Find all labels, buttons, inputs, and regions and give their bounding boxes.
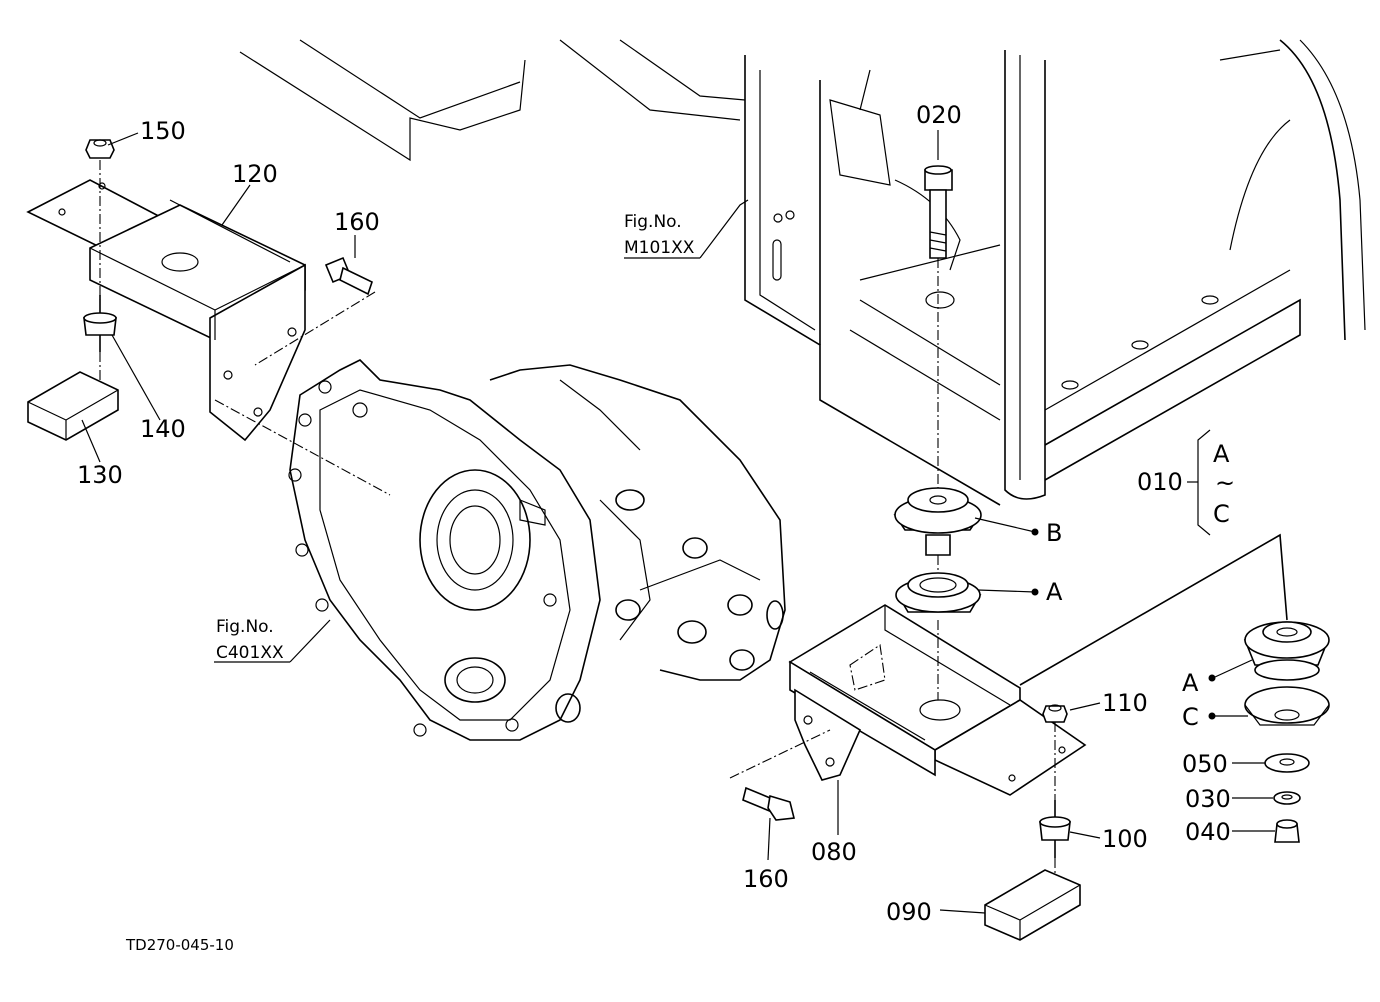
- right-bracket-080: [788, 604, 1087, 796]
- figref-m101-code: M101XX: [624, 238, 695, 258]
- label-110: 110: [1102, 689, 1148, 717]
- figref-c401-code: C401XX: [216, 643, 284, 663]
- label-090: 090: [886, 898, 932, 926]
- label-150: 150: [140, 117, 186, 145]
- label-a-mid: A: [1046, 578, 1063, 606]
- marker-a3: [1208, 674, 1216, 682]
- nut-150: [85, 139, 115, 159]
- label-020: 020: [916, 101, 962, 129]
- drawing-code: TD270-045-10: [125, 936, 234, 954]
- label-160-top: 160: [334, 208, 380, 236]
- label-050: 050: [1182, 750, 1228, 778]
- label-b: B: [1046, 519, 1062, 547]
- mount-b: [893, 487, 982, 556]
- label-160-bottom: 160: [743, 865, 789, 893]
- label-030: 030: [1185, 785, 1231, 813]
- transmission-housing: [288, 359, 786, 741]
- label-range-tilde: ~: [1215, 469, 1235, 497]
- label-100: 100: [1102, 825, 1148, 853]
- label-080: 080: [811, 838, 857, 866]
- label-a-kit: A: [1182, 669, 1199, 697]
- mount-100: [1039, 800, 1071, 858]
- marker-a2: [1031, 588, 1039, 596]
- mount-140: [83, 295, 117, 352]
- block-090: [984, 869, 1081, 941]
- label-010: 010: [1137, 468, 1183, 496]
- label-range-a: A: [1213, 440, 1230, 468]
- marker-b: [1031, 528, 1039, 536]
- mount-a: [895, 572, 982, 613]
- nut-110: [1042, 704, 1068, 723]
- label-120: 120: [232, 160, 278, 188]
- label-range-c: C: [1213, 500, 1230, 528]
- bolt-020: [924, 165, 953, 259]
- leader-lines: [81, 130, 1288, 914]
- kit-parts: [1243, 621, 1330, 843]
- left-bracket-120: [26, 179, 306, 442]
- bolt-160b: [742, 786, 795, 821]
- label-130: 130: [77, 461, 123, 489]
- label-140: 140: [140, 415, 186, 443]
- marker-c2: [1208, 712, 1216, 720]
- label-c-kit: C: [1182, 703, 1199, 731]
- frame-outline: [239, 39, 1366, 506]
- figref-m101-title: Fig.No.: [624, 212, 682, 232]
- label-040: 040: [1185, 818, 1231, 846]
- figref-c401-title: Fig.No.: [216, 617, 274, 637]
- block-130: [27, 371, 119, 441]
- bolt-160a: [324, 256, 373, 296]
